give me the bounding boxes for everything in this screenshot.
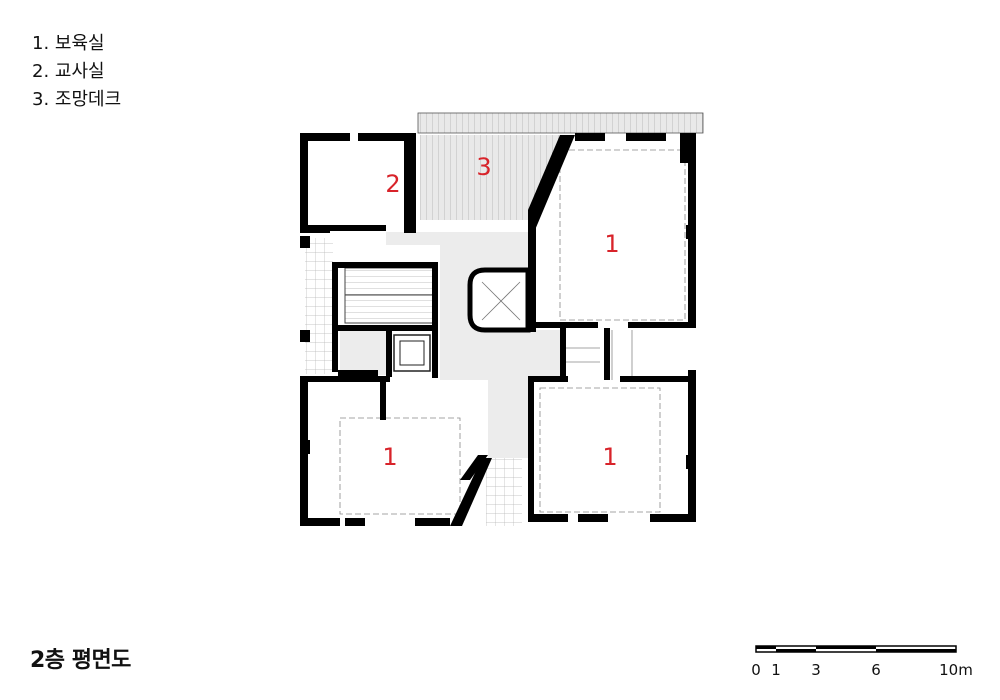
deck-area bbox=[420, 135, 570, 220]
legend-num: 2. bbox=[32, 61, 50, 82]
walls bbox=[300, 133, 696, 526]
legend-item-2: 2. 교사실 bbox=[32, 58, 121, 86]
tiled-terrace-west bbox=[305, 238, 333, 374]
scale-tick: 1 bbox=[771, 661, 781, 679]
scale-tick: 10m bbox=[939, 661, 973, 679]
legend-num: 3. bbox=[32, 89, 50, 110]
legend: 1. 보육실 2. 교사실 3. 조망데크 bbox=[32, 30, 121, 114]
elevator bbox=[393, 334, 431, 372]
scale-bar: 0 1 3 6 10m bbox=[751, 645, 973, 679]
legend-item-1: 1. 보육실 bbox=[32, 30, 121, 58]
legend-item-3: 3. 조망데크 bbox=[32, 86, 121, 114]
room-label-3: 3 bbox=[476, 153, 491, 181]
legend-num: 1. bbox=[32, 33, 50, 54]
plan-title: 2층 평면도 bbox=[30, 648, 131, 673]
room-label-1-sw: 1 bbox=[382, 443, 397, 471]
legend-name: 교사실 bbox=[54, 61, 105, 82]
deck-walkway bbox=[417, 112, 704, 134]
room-label-2: 2 bbox=[385, 170, 400, 198]
scale-tick: 3 bbox=[811, 661, 821, 679]
tiled-terrace-south bbox=[486, 458, 522, 526]
scale-tick: 0 bbox=[751, 661, 761, 679]
legend-name: 보육실 bbox=[54, 33, 105, 54]
legend-name: 조망데크 bbox=[54, 89, 122, 110]
room-label-1-ne: 1 bbox=[604, 230, 619, 258]
room-label-1-se: 1 bbox=[602, 443, 617, 471]
interior-lines bbox=[339, 149, 686, 515]
central-room bbox=[467, 267, 531, 333]
scale-tick: 6 bbox=[871, 661, 881, 679]
